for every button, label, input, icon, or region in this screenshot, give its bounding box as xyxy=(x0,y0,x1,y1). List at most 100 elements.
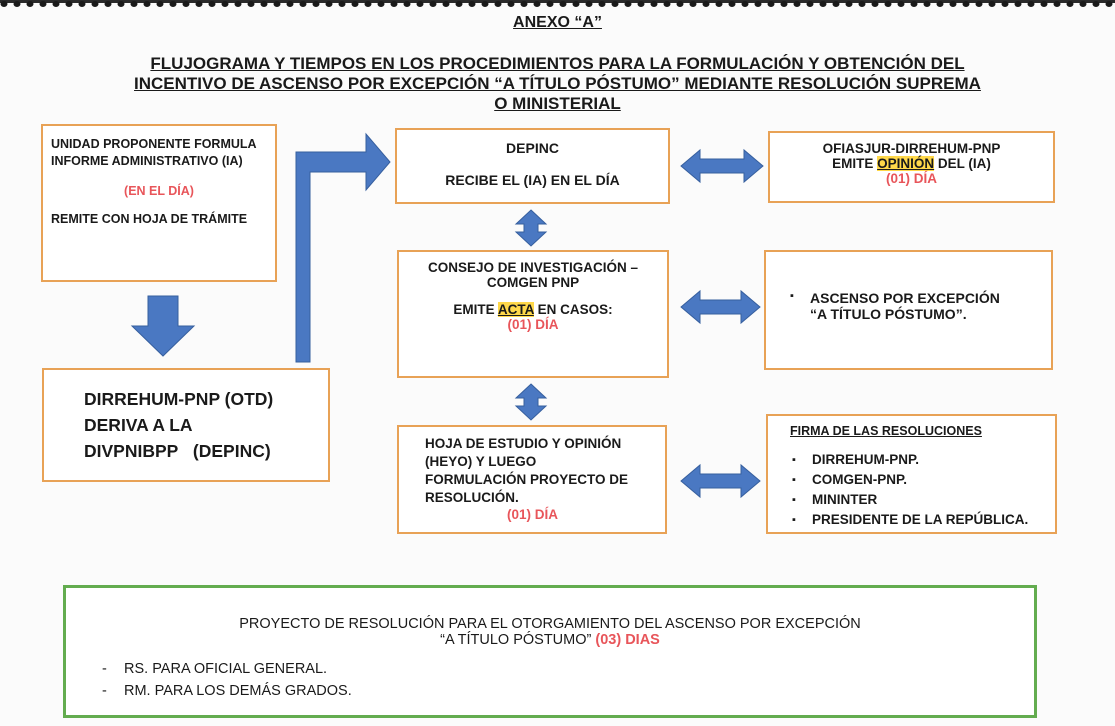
up-right-arrow-icon xyxy=(295,132,391,363)
binding-hole xyxy=(481,1,489,7)
unidad-line1: UNIDAD PROPONENTE FORMULA xyxy=(51,137,257,151)
binding-hole xyxy=(1092,1,1100,7)
binding-hole xyxy=(299,1,307,7)
depinc-title: DEPINC xyxy=(506,140,559,156)
ofiasjur-line1: OFIASJUR-DIRREHUM-PNP xyxy=(822,141,1001,156)
unidad-line2: INFORME ADMINISTRATIVO (IA) xyxy=(51,154,243,168)
box-depinc: DEPINC RECIBE EL (IA) EN EL DÍA xyxy=(395,128,670,204)
binding-hole xyxy=(793,1,801,7)
unidad-line3: REMITE CON HOJA DE TRÁMITE xyxy=(51,212,248,226)
binding-hole xyxy=(494,1,502,7)
box-firma: FIRMA DE LAS RESOLUCIONES DIRREHUM-PNP.C… xyxy=(766,414,1057,534)
binding-hole xyxy=(845,1,853,7)
vertical-double-arrow-icon xyxy=(514,383,548,421)
annex-title: ANEXO “A” xyxy=(513,14,602,31)
ofiasjur-time: (01) DÍA xyxy=(885,171,937,186)
binding-hole xyxy=(988,1,996,7)
proyecto-item: -RS. PARA OFICIAL GENERAL. xyxy=(102,661,328,677)
binding-hole xyxy=(1027,1,1035,7)
binding-hole xyxy=(208,1,216,7)
binding-hole xyxy=(611,1,619,7)
highlight-acta: ACTA xyxy=(497,302,534,317)
binding-hole xyxy=(975,1,983,7)
firma-item: DIRREHUM-PNP. xyxy=(790,450,1055,470)
binding-hole xyxy=(1014,1,1022,7)
hoja-line4: RESOLUCIÓN. xyxy=(425,490,519,505)
box-dirrehum: DIRREHUM-PNP (OTD) DERIVA A LA DIVPNIBPP… xyxy=(42,368,330,482)
double-arrow-icon xyxy=(680,148,764,184)
binding-hole xyxy=(26,1,34,7)
binding-hole xyxy=(468,1,476,7)
binding-strip xyxy=(0,0,1115,7)
binding-hole xyxy=(351,1,359,7)
binding-hole xyxy=(936,1,944,7)
binding-hole xyxy=(39,1,47,7)
binding-hole xyxy=(663,1,671,7)
binding-hole xyxy=(364,1,372,7)
binding-hole xyxy=(377,1,385,7)
binding-hole xyxy=(702,1,710,7)
binding-hole xyxy=(221,1,229,7)
binding-hole xyxy=(403,1,411,7)
binding-hole xyxy=(572,1,580,7)
binding-hole xyxy=(780,1,788,7)
depinc-text: RECIBE EL (IA) EN EL DÍA xyxy=(445,172,620,188)
document-title: FLUJOGRAMA Y TIEMPOS EN LOS PROCEDIMIENT… xyxy=(134,54,981,113)
binding-hole xyxy=(689,1,697,7)
binding-hole xyxy=(429,1,437,7)
dirrehum-line2: DERIVA A LA xyxy=(84,415,193,435)
double-arrow-icon xyxy=(680,463,761,499)
binding-hole xyxy=(624,1,632,7)
binding-hole xyxy=(416,1,424,7)
binding-hole xyxy=(455,1,463,7)
binding-hole xyxy=(1079,1,1087,7)
binding-hole xyxy=(260,1,268,7)
box-consejo: CONSEJO DE INVESTIGACIÓN – COMGEN PNP EM… xyxy=(397,250,669,378)
binding-hole xyxy=(741,1,749,7)
box-ofiasjur: OFIASJUR-DIRREHUM-PNP EMITE OPINIÓN DEL … xyxy=(768,131,1055,203)
binding-hole xyxy=(169,1,177,7)
binding-hole xyxy=(312,1,320,7)
dirrehum-line1: DIRREHUM-PNP (OTD) xyxy=(84,389,274,409)
proyecto-time: (03) DIAS xyxy=(595,632,660,648)
proyecto-line1: PROYECTO DE RESOLUCIÓN PARA EL OTORGAMIE… xyxy=(239,616,861,632)
binding-hole xyxy=(234,1,242,7)
binding-hole xyxy=(390,1,398,7)
binding-hole xyxy=(1053,1,1061,7)
box-ascenso: ASCENSO POR EXCEPCIÓN “A TÍTULO PÓSTUMO”… xyxy=(764,250,1053,370)
binding-hole xyxy=(884,1,892,7)
hoja-line2: (HEYO) Y LUEGO xyxy=(425,454,537,469)
binding-hole xyxy=(637,1,645,7)
binding-hole xyxy=(143,1,151,7)
binding-hole xyxy=(65,1,73,7)
firma-list: DIRREHUM-PNP.COMGEN-PNP.MININTERPRESIDEN… xyxy=(790,450,1055,530)
binding-hole xyxy=(910,1,918,7)
binding-hole xyxy=(52,1,60,7)
dirrehum-line3: DIVPNIBPP (DEPINC) xyxy=(84,441,271,461)
binding-hole xyxy=(923,1,931,7)
binding-hole xyxy=(546,1,554,7)
consejo-line1: CONSEJO DE INVESTIGACIÓN – xyxy=(427,260,639,275)
unidad-time: (EN EL DÍA) xyxy=(124,184,194,198)
binding-hole xyxy=(767,1,775,7)
binding-hole xyxy=(871,1,879,7)
binding-hole xyxy=(338,1,346,7)
binding-hole xyxy=(806,1,814,7)
binding-hole xyxy=(507,1,515,7)
consejo-line2: COMGEN PNP xyxy=(486,275,580,290)
binding-hole xyxy=(442,1,450,7)
binding-hole xyxy=(520,1,528,7)
box-hoja-estudio: HOJA DE ESTUDIO Y OPINIÓN (HEYO) Y LUEGO… xyxy=(397,425,667,534)
binding-hole xyxy=(195,1,203,7)
binding-hole xyxy=(78,1,86,7)
binding-hole xyxy=(650,1,658,7)
binding-hole xyxy=(676,1,684,7)
binding-hole xyxy=(559,1,567,7)
binding-hole xyxy=(819,1,827,7)
down-arrow-icon xyxy=(130,295,196,357)
consejo-time: (01) DÍA xyxy=(507,317,559,332)
binding-hole xyxy=(104,1,112,7)
binding-hole xyxy=(858,1,866,7)
consejo-line3: EMITE ACTA EN CASOS: xyxy=(453,302,613,317)
